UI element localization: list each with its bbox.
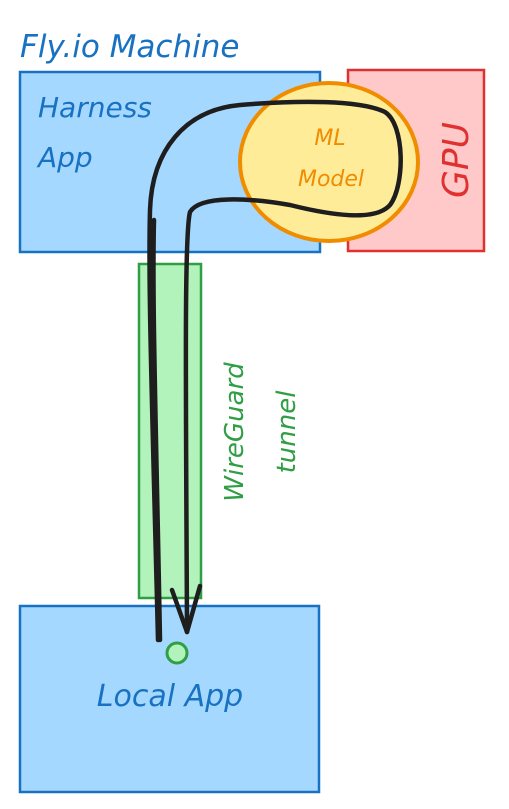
diagram-title: Fly.io Machine [20,29,239,65]
path-line-inner [151,217,163,643]
local-app-rect [18,604,321,794]
ml-model-circle [238,81,420,243]
endpoint-dot [165,641,189,665]
ml-model-label-line2: Model [298,167,364,192]
ml-model-label-line1: ML [314,126,345,151]
request-path-arrow [147,99,403,643]
ml-model-node: ML Model [238,81,420,243]
path-line-outer [147,99,403,643]
harness-app-label-line1: Harness [38,91,152,124]
arrowhead [169,583,203,635]
harness-app-label-line2: App [36,141,93,174]
local-app-label: Local App [97,679,243,714]
gpu-label: GPU [436,122,477,198]
tunnel-label-line2: tunnel [272,390,302,474]
tunnel-label-line1: WireGuard [220,362,250,502]
wireguard-tunnel: WireGuard tunnel [137,262,302,600]
local-app-box: Local App [18,604,321,794]
